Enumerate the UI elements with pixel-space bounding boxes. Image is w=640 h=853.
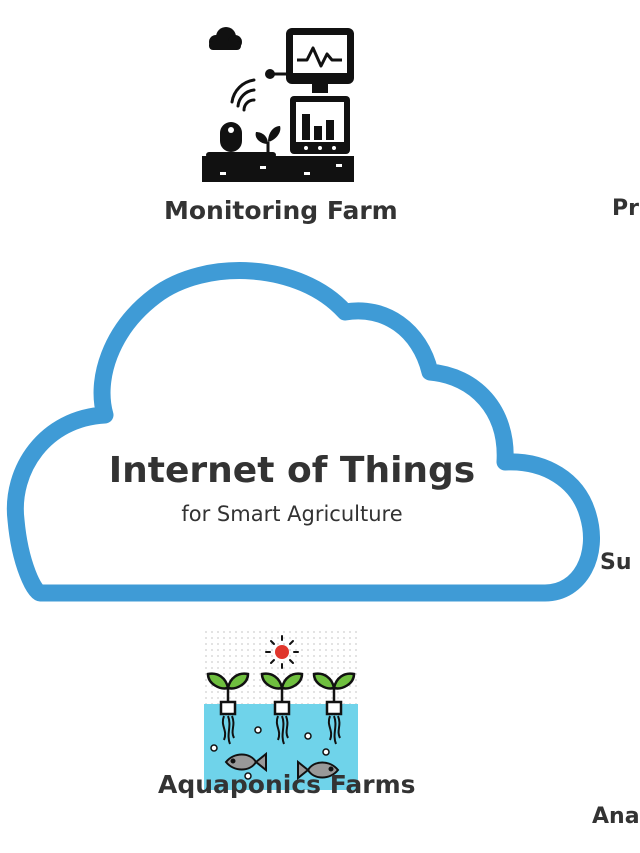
monitor-icon	[286, 28, 354, 93]
node-label-partial-pr: Pr	[612, 196, 639, 221]
plant-icon	[206, 672, 356, 745]
monitoring-station-icon	[202, 27, 354, 182]
node-label-monitoring-farm: Monitoring Farm	[164, 196, 398, 225]
aquaponics-tank-icon	[204, 630, 358, 790]
cloud-outline	[6, 262, 600, 602]
sun-icon	[265, 635, 299, 669]
cloud-title: Internet of Things	[108, 450, 476, 491]
node-label-partial-su: Su	[600, 550, 632, 575]
cloud-subtitle: for Smart Agriculture	[181, 502, 403, 526]
iot-cloud-shape	[6, 262, 600, 602]
sprout-icon	[255, 126, 281, 156]
fish-icon	[224, 751, 267, 773]
fish-icon	[297, 759, 340, 781]
node-label-aquaponics-farms: Aquaponics Farms	[158, 770, 416, 799]
wifi-icon	[230, 78, 256, 112]
bar-chart-icon	[290, 96, 350, 154]
small-cloud-icon	[209, 27, 242, 50]
node-label-partial-ana: Ana	[592, 804, 640, 829]
bubble-icon	[210, 726, 330, 780]
